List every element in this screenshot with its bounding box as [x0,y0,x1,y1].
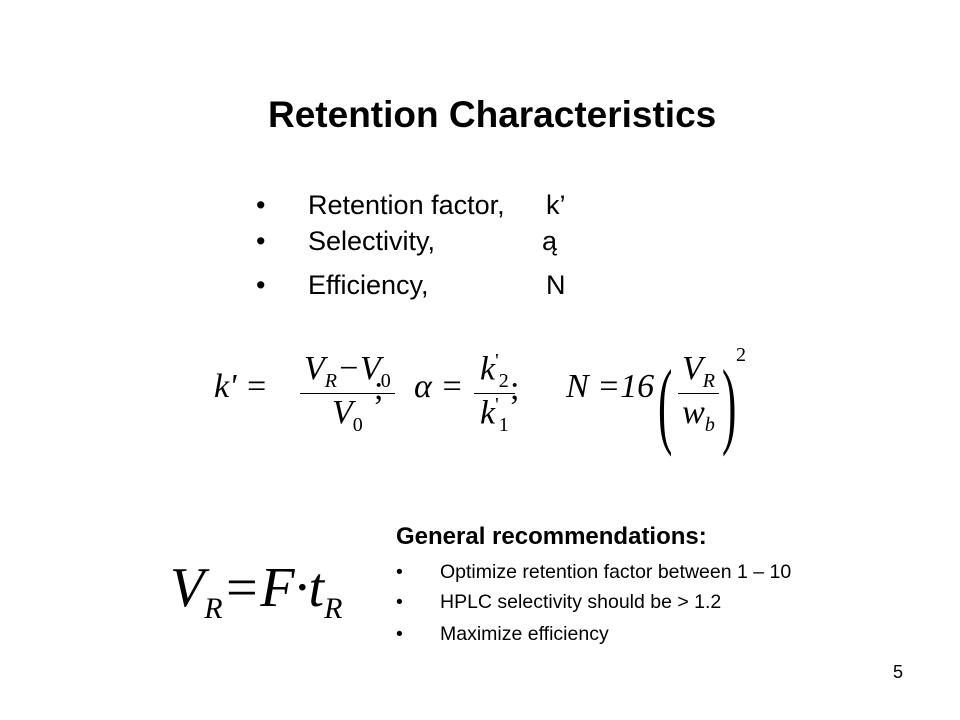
formula-row: k' = VR−V0 V0 ; α = k'2 k'1 ; N =16 ( [214,344,774,460]
k-fraction: VR−V0 V0 [300,350,395,437]
k-lhs: k' = [214,368,268,405]
alpha-num-k: k [480,350,496,388]
right-paren: ) [722,350,737,457]
retention-factor-formula: k' = [214,368,268,406]
bullet-icon: • [256,226,266,256]
alpha-fraction: k'2 k'1 [474,350,515,437]
retention-volume-formula: VR=F·tR [170,560,342,624]
n-num-v: V [682,350,703,387]
bullet-label: Efficiency, [308,270,429,300]
alpha-num-prime: ' [495,350,499,372]
recommendations-title: General recommendations: [396,523,707,550]
separator: ; [510,370,520,407]
bullet-symbol: N [546,270,566,300]
separator: ; [374,370,384,407]
recommendation-text: Optimize retention factor between 1 – 10 [440,561,792,583]
n-den-sub: b [704,413,715,436]
k-den-v: V [331,393,353,431]
bullet-icon: • [396,561,403,583]
bullet-symbol: k’ [546,190,566,220]
bullet-symbol: ą [542,226,558,256]
recommendation-text: Maximize efficiency [440,623,609,645]
n-den-w: w [682,393,705,431]
alpha-num-sub: 2 [498,370,509,393]
efficiency-lhs: N =16 [566,368,654,406]
alpha-lhs: α = [414,368,464,405]
k-num-minus-v: −V [337,350,381,387]
bullet-icon: • [256,190,266,220]
bullet-icon: • [396,591,403,613]
bullet-label: Selectivity, [308,226,436,256]
k-den-sub: 0 [352,413,363,436]
n-lhs: N =16 [566,368,655,405]
vr-sub: R [204,592,223,626]
alpha-den-k: k [480,394,496,432]
k-num-v: V [304,350,325,387]
vr-v: V [170,557,205,619]
exponent: 2 [736,344,746,366]
n-num-sub: R [702,369,715,392]
bullet-label: Retention factor, [308,190,505,220]
bullet-icon: • [396,623,403,645]
slide-title: Retention Characteristics [268,94,717,135]
recommendation-text: HPLC selectivity should be > 1.2 [440,591,722,613]
vr-eq: =F·t [222,557,325,619]
efficiency-fraction: VR wb [678,350,719,437]
bullet-icon: • [256,270,266,300]
tr-sub: R [324,592,343,626]
alpha-den-prime: ' [495,394,499,417]
k-num-sub2: 0 [380,369,391,392]
k-num-sub: R [324,369,337,392]
page-number: 5 [893,662,904,682]
left-paren: ( [658,350,673,457]
alpha-den-sub: 1 [498,414,509,437]
